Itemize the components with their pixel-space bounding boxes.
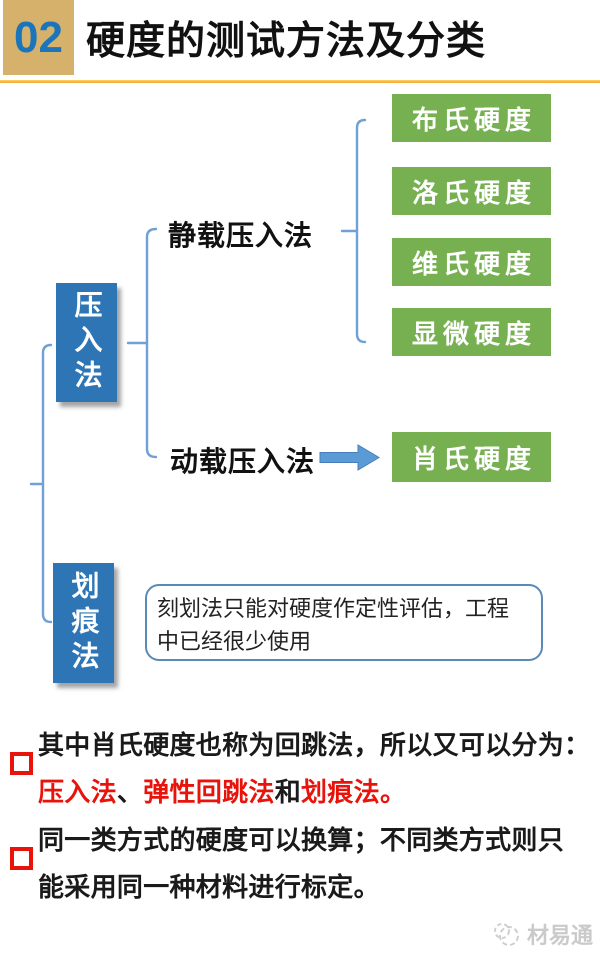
category-label-scratch: 划痕法	[67, 570, 101, 676]
bracket-indentation	[126, 227, 158, 459]
text-segment: 和	[274, 777, 302, 807]
text-segment: 同一类方式的硬度可以换算；不同类方式则只	[38, 825, 565, 855]
bullet-item-2: 同一类方式的硬度可以换算；不同类方式则只能采用同一种材料进行标定。	[38, 817, 598, 911]
scratch-note-line1: 刻划法只能对硬度作定性评估，工程	[157, 596, 510, 621]
scratch-note-line2: 中已经很少使用	[157, 629, 312, 654]
page-title: 硬度的测试方法及分类	[86, 20, 487, 63]
category-box-indentation: 压入法	[56, 283, 117, 402]
category-label-indentation: 压入法	[70, 290, 104, 395]
bullet-square-icon	[10, 752, 33, 775]
divider-line	[0, 80, 600, 83]
leaf-box-vickers: 维氏硬度	[392, 238, 551, 286]
brand-logo-icon	[493, 923, 519, 946]
text-segment: 、	[116, 777, 144, 807]
bullet-square-icon	[10, 847, 33, 870]
section-number-badge: 02	[3, 0, 74, 75]
bullet-item-1: 其中肖氏硬度也称为回跳法，所以又可以分为： 压入法、弹性回跳法和划痕法。	[38, 722, 598, 816]
brand-name: 材易通	[526, 923, 593, 948]
leaf-box-rockwell: 洛氏硬度	[392, 167, 551, 215]
arrow-right-icon	[319, 444, 380, 471]
text-segment: 能采用同一种材料进行标定。	[38, 872, 380, 902]
category-box-scratch: 划痕法	[53, 563, 114, 683]
leaf-box-shore: 肖氏硬度	[392, 432, 551, 482]
text-segment: 划痕法	[301, 777, 380, 807]
leaf-box-micro: 显微硬度	[392, 308, 551, 356]
bracket-static	[340, 118, 367, 344]
branch-label-dynamic: 动载压入法	[170, 446, 316, 477]
text-segment: 压入法	[38, 777, 117, 807]
bracket-root	[29, 343, 53, 624]
scratch-note-box: 刻划法只能对硬度作定性评估，工程 中已经很少使用	[145, 584, 543, 661]
leaf-box-brinell: 布氏硬度	[392, 94, 551, 142]
text-segment: 其中肖氏硬度也称为回跳法，所以又可以分为：	[38, 730, 591, 760]
branch-label-static: 静载压入法	[168, 220, 314, 251]
text-segment: 。	[379, 777, 407, 807]
text-segment: 弹性回跳法	[143, 777, 275, 807]
watermark: 材易通	[491, 918, 593, 950]
